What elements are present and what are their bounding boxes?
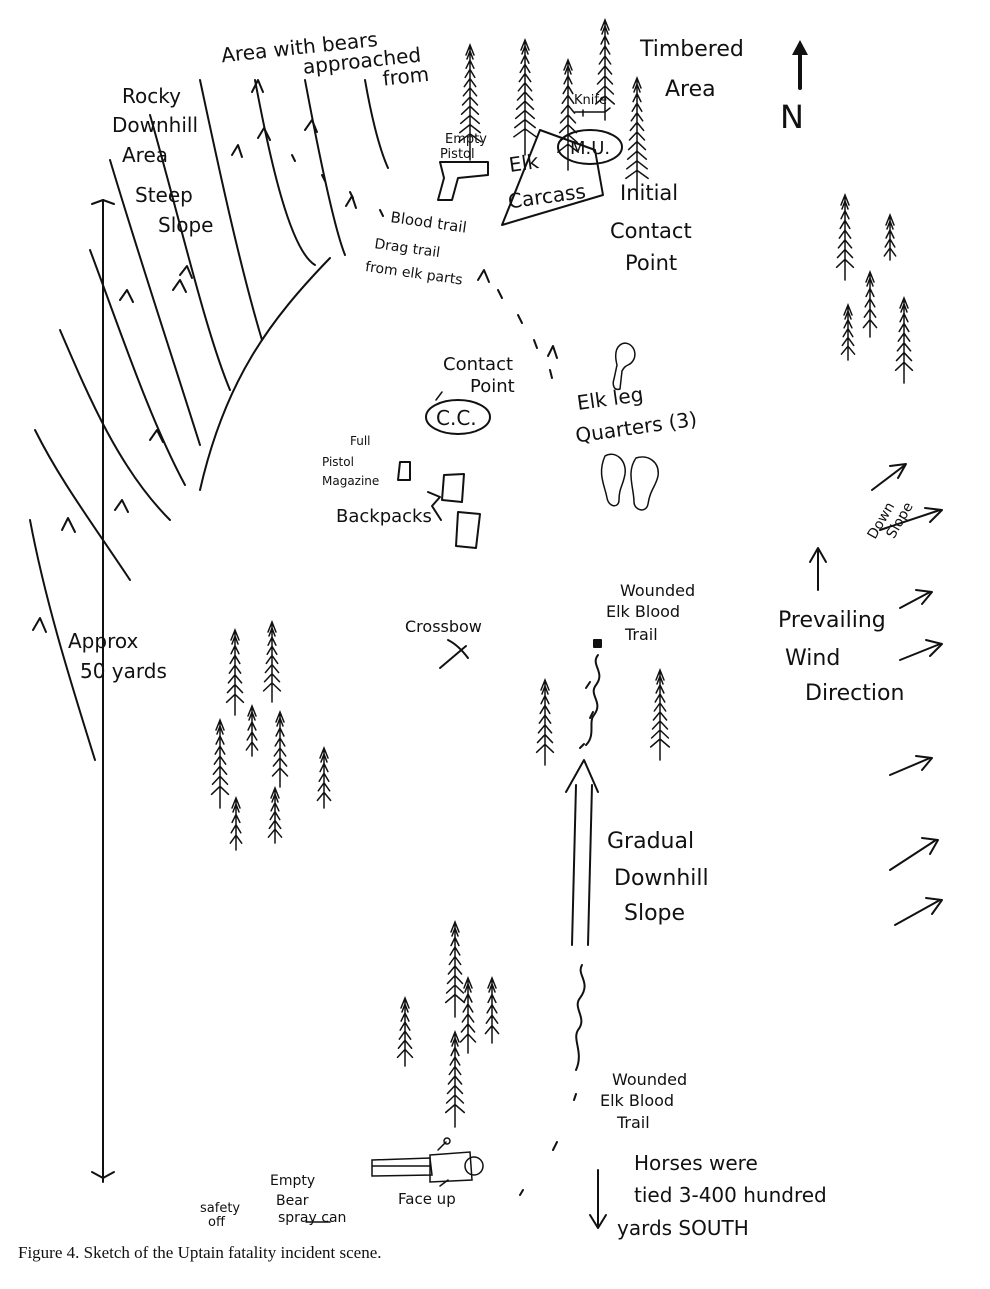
mu-label: M.U. <box>570 138 610 159</box>
backpacks-label: Backpacks <box>336 506 432 527</box>
steep-slope-label: Steep Slope <box>135 183 214 237</box>
down-slope-label: Down Slope <box>865 492 917 550</box>
tree-icon <box>210 717 230 809</box>
magazine-icon <box>397 461 411 481</box>
wounded-blood-trail-top-label: Wounded Elk Blood Trail <box>606 581 700 644</box>
elk-carcass-label: Elk Carcass <box>501 143 587 213</box>
tree-icon <box>229 795 243 851</box>
wounded-blood-trail-bottom-label: Wounded Elk Blood Trail <box>600 1070 692 1132</box>
timbered-area-label: Timbered Area <box>639 37 751 102</box>
tree-icon <box>883 212 897 261</box>
rocky-slope-lines <box>29 79 389 761</box>
knife-icon <box>574 107 611 117</box>
tree-icon <box>840 302 856 361</box>
tree-icon <box>316 745 332 809</box>
elk-carcass-shape <box>501 129 604 226</box>
empty-pistol-label: Empty Pistol <box>440 132 491 162</box>
figure-caption: Figure 4. Sketch of the Uptain fatality … <box>18 1243 382 1262</box>
tree-group <box>210 17 914 1128</box>
prevailing-wind-label: Prevailing Wind Direction <box>778 608 904 706</box>
north-arrow <box>792 40 808 90</box>
rocky-area-label: Rocky Downhill Area <box>112 84 204 167</box>
empty-bear-spray-label: Empty Bear spray can <box>270 1173 346 1226</box>
backpacks-shapes <box>427 473 481 549</box>
tree-icon <box>444 919 466 1018</box>
gradual-slope-arrow <box>565 759 599 946</box>
bear-approach-trail <box>291 154 558 379</box>
tree-icon <box>262 619 282 703</box>
tree-icon <box>225 627 245 716</box>
crossbow-icon <box>439 639 469 669</box>
cc-ellipse <box>425 399 491 435</box>
approx-yards-label: Approx 50 yards <box>68 629 167 683</box>
pistol-icon <box>437 161 489 201</box>
face-up-label: Face up <box>398 1190 456 1208</box>
tree-icon <box>245 703 259 757</box>
north-label: N <box>780 98 804 136</box>
horses-label: Horses were tied 3-400 hundred yards SOU… <box>617 1151 833 1240</box>
initial-contact-label: Initial Contact Point <box>610 181 698 275</box>
knife-label: Knife <box>574 93 607 108</box>
elk-leg-label: Elk leg Quarters (3) <box>569 375 698 447</box>
elk-leg-quarters-shapes <box>600 342 659 511</box>
tree-icon <box>594 17 616 121</box>
tree-icon <box>271 709 289 788</box>
tree-icon <box>444 1029 466 1128</box>
full-magazine-label: Full Pistol Magazine <box>322 434 379 488</box>
gradual-slope-label: Gradual Downhill Slope <box>607 829 716 926</box>
tree-icon <box>513 37 537 156</box>
crossbow-label: Crossbow <box>405 617 482 636</box>
contact-point-label: Contact Point <box>443 354 519 397</box>
blood-trail-top-marks <box>579 639 602 749</box>
tree-icon <box>649 667 671 761</box>
fifty-yard-measure <box>91 199 115 1183</box>
tree-icon <box>484 975 500 1044</box>
drag-trail-label: Drag trail from elk parts <box>364 235 467 288</box>
wind-arrows <box>809 463 943 926</box>
slope-arrowheads <box>32 79 318 633</box>
blood-trail-bottom-marks <box>519 964 586 1196</box>
cc-leader <box>435 391 443 401</box>
safety-off-label: safety off <box>200 1201 244 1230</box>
tree-icon <box>459 975 477 1054</box>
blood-trail-label: Blood trail <box>389 208 467 236</box>
tree-icon <box>458 42 482 161</box>
tree-icon <box>835 192 855 281</box>
tree-icon <box>862 269 878 338</box>
tree-icon <box>396 995 414 1067</box>
victim-body-outline <box>371 1137 484 1187</box>
bears-area-label: Area with bears approached from <box>220 22 431 107</box>
mu-ellipse <box>557 129 623 165</box>
south-arrow <box>589 1169 607 1229</box>
tree-icon <box>535 677 555 766</box>
tree-icon <box>267 785 283 844</box>
tree-icon <box>625 75 649 199</box>
cc-label: C.C. <box>436 406 477 430</box>
tree-icon <box>894 295 914 384</box>
